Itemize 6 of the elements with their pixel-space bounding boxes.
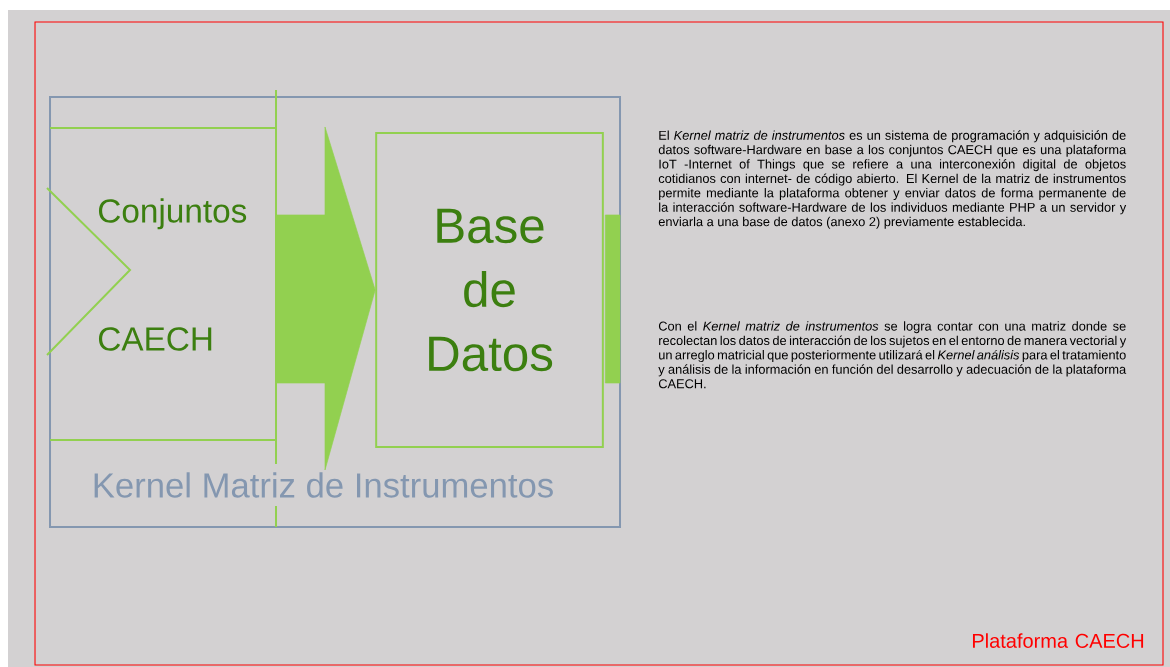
paragraph: Con el Kernel matriz de instrumentos se logra contar con una matriz donde se recolectan los datos de interacción de los sujetos en el entorno de manera vectorial y un arreglo matricial que posteriormente utilizará el Kernel análisis para el tratamiento y análisis de la información en función del desarrollo y adecuación de la plataforma CAECH. — [658, 321, 1127, 389]
paragraph: El Kernel matriz de instrumentos es un sistema de programación y adquisición de datos software-Hardware en base a los conjuntos CAECH que es una plataforma IoT -Internet of Things que se refiere a una interconexión digital de objetos cotidianos con internet- de código abierto. El Kernel de la matriz de instrumentos permite mediante la plataforma obtener y enviar datos de forma permanente de la interacción software-Hardware de los individuos mediante PHP a un servidor y enviarla a una base de datos (anexo 2) previamente establecida. — [658, 130, 1127, 229]
arrow-stub — [605, 214, 621, 384]
footer-text: Plataforma CAECH — [973, 633, 1144, 648]
process-box: Base de Datos — [375, 132, 604, 448]
block-arrow — [275, 126, 376, 471]
